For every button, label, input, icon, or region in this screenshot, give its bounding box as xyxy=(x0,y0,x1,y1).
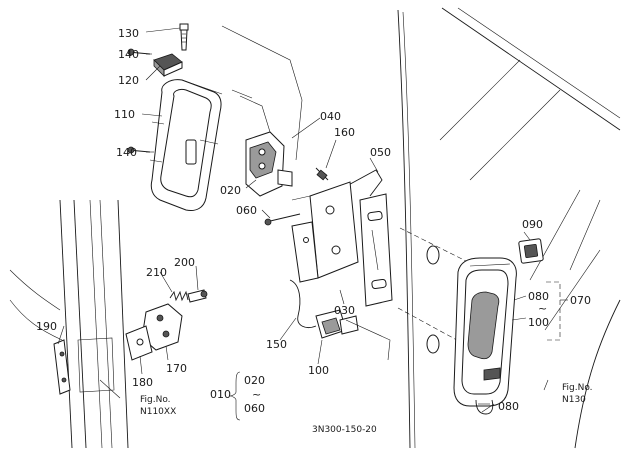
part-200-bolt xyxy=(187,289,208,303)
part-090-gasket xyxy=(518,238,544,264)
callout-080-lower: 080 xyxy=(498,400,519,413)
part-180-plate xyxy=(125,325,153,361)
figure-ref-left: Fig.No. N110XX xyxy=(140,395,176,417)
callout-labels: 130 140 120 110 140 040 160 050 020 060 … xyxy=(36,27,591,413)
part-020-latch xyxy=(231,89,293,197)
callout-160: 160 xyxy=(334,126,355,139)
figure-ref-right-caption: Fig.No. xyxy=(562,383,593,393)
part-140-screws xyxy=(127,48,151,154)
callout-070: 070 xyxy=(570,294,591,307)
cab-pillar-left xyxy=(9,199,129,449)
part-080-clip xyxy=(475,399,494,415)
figure-ref-left-number: N110XX xyxy=(140,407,176,417)
cab-glass-outline xyxy=(397,7,621,449)
group-010-end: 060 xyxy=(244,402,265,415)
callout-180: 180 xyxy=(132,376,153,389)
door-panel-holes xyxy=(397,227,469,354)
callout-150: 150 xyxy=(266,338,287,351)
part-160-bolt xyxy=(315,167,329,181)
part-rod-plate xyxy=(359,193,393,307)
part-120-cap xyxy=(153,53,183,77)
callout-100-upper: 100 xyxy=(528,316,549,329)
part-130-bolt xyxy=(179,23,189,51)
part-110-cover xyxy=(149,79,223,211)
callout-110: 110 xyxy=(114,108,135,121)
callout-140-bottom: 140 xyxy=(116,146,137,159)
part-070-handle xyxy=(453,257,517,407)
callout-090: 090 xyxy=(522,218,543,231)
leader-lines xyxy=(57,27,568,413)
part-210-spring xyxy=(169,290,189,302)
callout-060: 060 xyxy=(236,204,257,217)
callout-200: 200 xyxy=(174,256,195,269)
leader-cover-040 xyxy=(221,25,303,161)
callout-030: 030 xyxy=(334,304,355,317)
callout-050: 050 xyxy=(370,146,391,159)
callout-120: 120 xyxy=(118,74,139,87)
callout-170: 170 xyxy=(166,362,187,375)
drawing-code: 3N300-150-20 xyxy=(312,425,377,435)
callout-040: 040 xyxy=(320,110,341,123)
part-030-plate xyxy=(291,181,359,283)
part-050-rod xyxy=(331,169,383,197)
callout-080-upper: 080 xyxy=(528,290,549,303)
group-010-label: 010 xyxy=(210,388,231,401)
callout-140-top: 140 xyxy=(118,48,139,61)
callout-100-lower: 100 xyxy=(308,364,329,377)
part-150-spring xyxy=(289,279,317,328)
figure-ref-left-caption: Fig.No. xyxy=(140,395,171,405)
part-190-bracket xyxy=(53,339,71,395)
figure-ref-right: Fig.No. N130 xyxy=(562,383,593,405)
group-010-range-mark: ~ xyxy=(252,388,261,401)
group-010-bracket: 010 020 ~ 060 xyxy=(210,371,265,421)
figure-ref-right-number: N130 xyxy=(562,395,586,405)
callout-190: 190 xyxy=(36,320,57,333)
callout-130: 130 xyxy=(118,27,139,40)
callout-210: 210 xyxy=(146,266,167,279)
group-010-start: 020 xyxy=(244,374,265,387)
callout-range-mark-upper: ~ xyxy=(538,302,547,315)
part-060-screw xyxy=(264,213,301,226)
callout-020: 020 xyxy=(220,184,241,197)
part-100-cylinder xyxy=(315,309,391,361)
